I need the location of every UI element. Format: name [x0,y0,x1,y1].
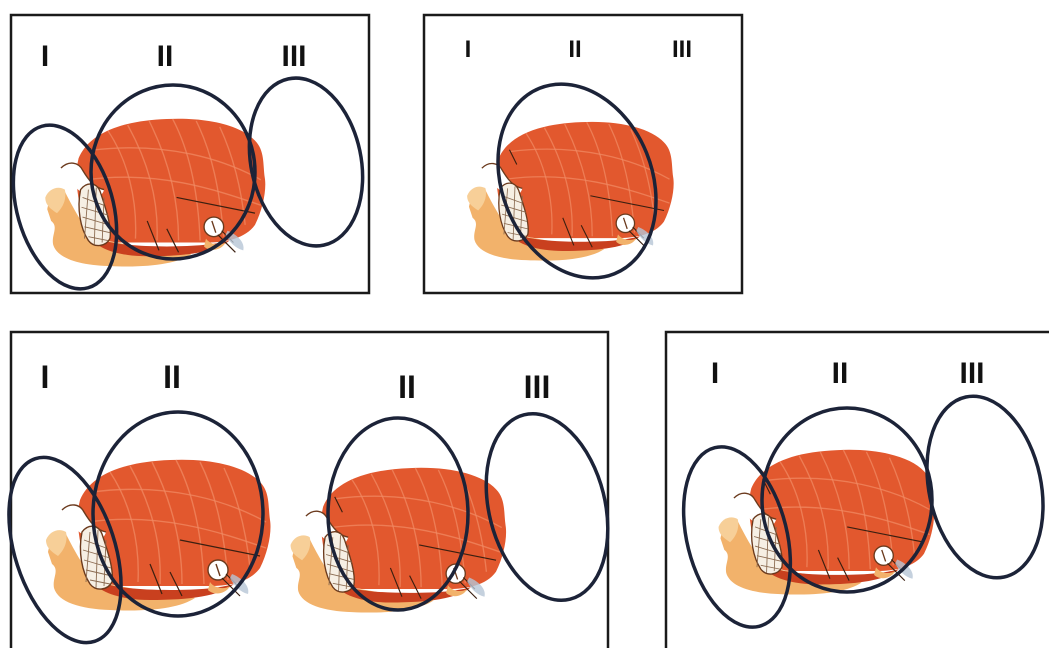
panel-2: I II III [424,15,742,302]
zone-label-i: I [41,40,49,73]
zone-label-ii-right: II [398,369,416,405]
panel-3: I II II III [0,332,626,648]
zone-label-i: I [41,359,50,395]
panel-1: I II III [0,15,377,301]
zone-label-ii: II [832,357,849,390]
zone-label-iii: III [959,357,984,390]
zone-label-ii-left: II [163,359,181,395]
zone-label-iii: III [281,40,306,73]
zone-label-iii: III [524,369,551,405]
zone-label-i: I [465,36,472,63]
zone-label-i: I [711,357,719,390]
zone-label-iii: III [672,36,692,63]
panel-4: I II III [666,332,1049,648]
zone-label-ii: II [157,40,174,73]
zone-label-ii: II [568,36,581,63]
